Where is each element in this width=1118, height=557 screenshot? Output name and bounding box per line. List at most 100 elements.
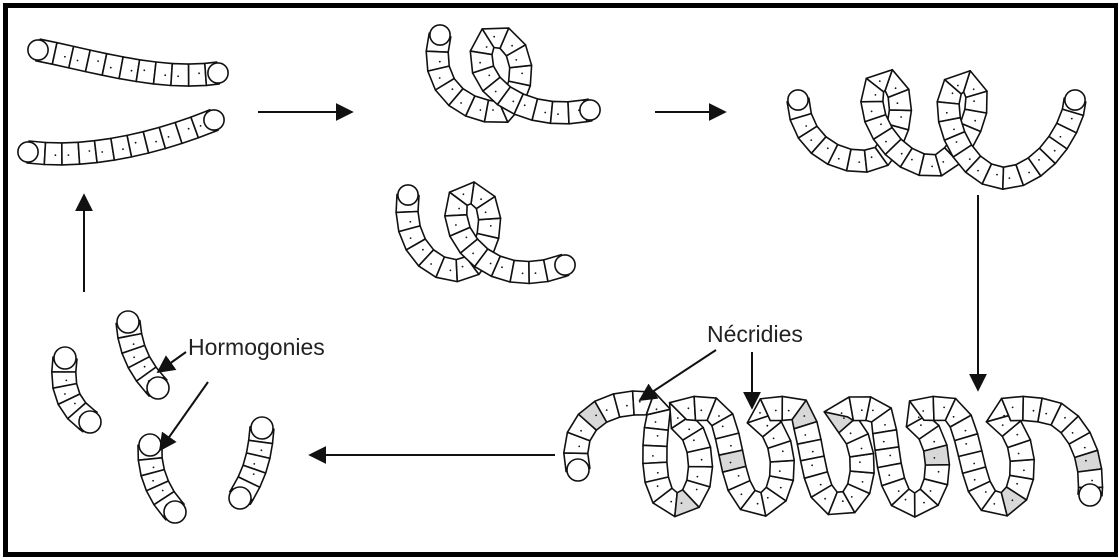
cell-granule [871, 111, 873, 113]
filament-tip [1079, 484, 1101, 506]
cell [510, 260, 529, 283]
cell-granule [996, 174, 998, 176]
cell-granule [492, 109, 494, 111]
cell-granule [803, 415, 805, 417]
cell [509, 65, 532, 85]
cell-granule [810, 139, 812, 141]
cell-granule [595, 415, 597, 417]
cell [171, 64, 189, 87]
cell-granule [697, 476, 699, 478]
cell-granule [458, 208, 460, 210]
cell-granule [993, 503, 995, 505]
cell-granule [578, 446, 580, 448]
cell-granule [450, 270, 452, 272]
cell-granule [775, 410, 777, 412]
cell-granule [827, 147, 829, 149]
cell-granule [1023, 469, 1025, 471]
cell-granule [652, 455, 654, 457]
cell-granule [858, 161, 860, 163]
cell-granule [65, 380, 67, 382]
cell-granule [515, 59, 517, 61]
filament-tip [79, 411, 101, 433]
filament-tip [251, 417, 273, 439]
cell-granule [850, 432, 852, 434]
cell-granule [133, 343, 135, 345]
cell-granule [466, 237, 468, 239]
cell-granule [985, 491, 987, 493]
cell-granule [952, 92, 954, 94]
filament-tip [139, 434, 161, 456]
cell-granule [946, 112, 948, 114]
cell-granule [700, 409, 702, 411]
filament-helix [787, 70, 1086, 190]
cell-granule [788, 410, 790, 412]
filament-helix-necridia [564, 391, 1103, 517]
hormogonies-label: Hormogonies [188, 334, 325, 361]
cell [44, 143, 62, 165]
cell-granule [463, 193, 465, 195]
cell-granule [930, 490, 932, 492]
cell-granule [895, 87, 897, 89]
cell-granule [861, 448, 863, 450]
cell-granule [135, 142, 137, 144]
cell-granule [779, 470, 781, 472]
cell-granule [495, 91, 497, 93]
cell-granule [422, 249, 424, 251]
cell-granule [439, 77, 441, 79]
cell-granule [522, 273, 524, 275]
cell-granule [64, 56, 66, 58]
cell-granule [965, 430, 967, 432]
cell-granule [757, 503, 759, 505]
cell-granule [974, 479, 976, 481]
cell-granule [460, 102, 462, 104]
cell-granule [1054, 150, 1056, 152]
cell-granule [490, 263, 492, 265]
cell-granule [521, 73, 523, 75]
cell-granule [693, 439, 695, 441]
cell-granule [580, 430, 582, 432]
cell-granule [875, 94, 877, 96]
cell [1010, 459, 1034, 479]
cell-granule [943, 407, 945, 409]
cell-granule [923, 502, 925, 504]
cell-granule [977, 170, 979, 172]
cell [643, 445, 667, 463]
filament-straight-top [28, 39, 228, 86]
cell-granule [953, 129, 955, 131]
cell-granule [883, 441, 885, 443]
cell-granule [973, 100, 975, 102]
cell-granule [670, 501, 672, 503]
cell-granule [918, 416, 920, 418]
cell-granule [898, 490, 900, 492]
cell-granule [805, 125, 807, 127]
cell-granule [89, 150, 91, 152]
cell-granule [261, 449, 263, 451]
cell-granule [200, 125, 202, 127]
cell [62, 142, 80, 165]
cell-granule [879, 80, 881, 82]
cell-granule [198, 72, 200, 74]
filament-straight-bottom [18, 110, 224, 165]
cell-granule [101, 151, 103, 153]
cell-granule [1038, 159, 1040, 161]
cell-granule [1012, 407, 1014, 409]
cell-granule [480, 198, 482, 200]
cell-granule [843, 417, 845, 419]
cell-granule [410, 237, 412, 239]
cell-granule [153, 467, 155, 469]
cell-granule [55, 154, 57, 156]
pointer-hormogonium-a [158, 352, 186, 372]
cell-granule [544, 112, 546, 114]
cell-granule [155, 141, 157, 143]
cell-granule [859, 461, 861, 463]
cell-granule [920, 424, 922, 426]
cell-granule [430, 263, 432, 265]
cell [154, 62, 173, 86]
cell-granule [722, 426, 724, 428]
cell-granule [965, 443, 967, 445]
cell-granule [969, 158, 971, 160]
cell-granule [820, 484, 822, 486]
cell-granule [767, 497, 769, 499]
